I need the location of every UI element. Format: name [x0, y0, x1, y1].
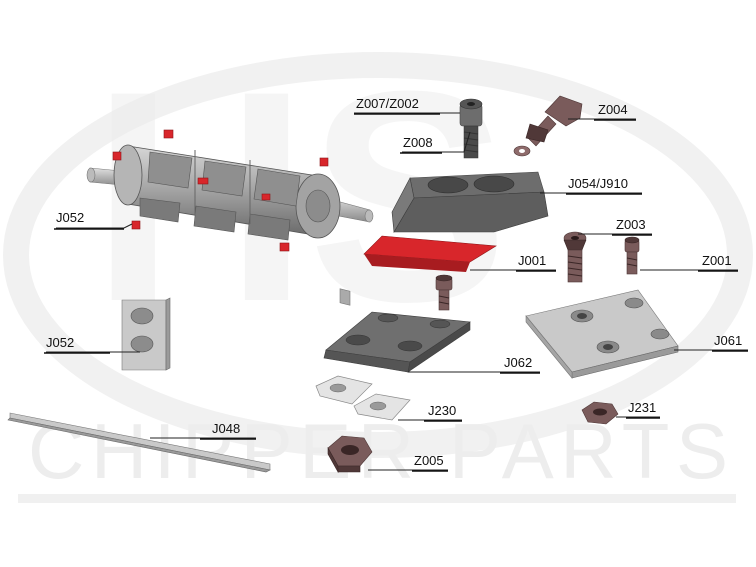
wear-plate-part [323, 311, 471, 373]
watermark-text: CHIPPER PARTS [28, 407, 728, 495]
hex-bolt-part [513, 95, 583, 157]
label-hex-bolt: Z004 [598, 102, 628, 117]
label-wear-plate: J062 [504, 355, 532, 370]
label-nut-large: Z005 [414, 453, 444, 468]
label-drum-assembly: J052 [56, 210, 84, 225]
watermark-ellipse [3, 52, 753, 458]
label-counter-block: J052 [46, 335, 74, 350]
wear-plate-screw-part [435, 274, 453, 311]
nut-small-part [581, 401, 619, 425]
label-clamp-piece: J230 [428, 403, 456, 418]
label-nut-small: J231 [628, 400, 656, 415]
label-blade-bar: J048 [212, 421, 240, 436]
knife-part [363, 235, 497, 272]
small-screw-part [624, 236, 640, 275]
knife-holder-part [391, 171, 549, 233]
counter-block-part [121, 297, 171, 371]
screw-long-part [459, 98, 483, 159]
clamp-plate-part [525, 289, 679, 379]
watermark-underline [18, 494, 736, 503]
blade-bar-part [7, 412, 271, 473]
label-washer: Z008 [403, 135, 433, 150]
label-knife: J001 [518, 253, 546, 268]
drum-knife-icon [163, 129, 174, 139]
label-knife-holder: J054/J910 [568, 176, 628, 191]
label-screw-long: Z007/Z002 [356, 96, 419, 111]
label-countersunk-screw: Z003 [616, 217, 646, 232]
label-clamp-plate: J061 [714, 333, 742, 348]
nut-large-part [327, 435, 373, 474]
callouts: J052 J052 J048 Z007/Z002 Z008 Z004 J054/… [44, 96, 748, 472]
label-small-screw: Z001 [702, 253, 732, 268]
clamp-piece-part [315, 375, 411, 421]
drum-assembly-part [86, 129, 374, 306]
countersunk-screw-part [563, 231, 587, 283]
